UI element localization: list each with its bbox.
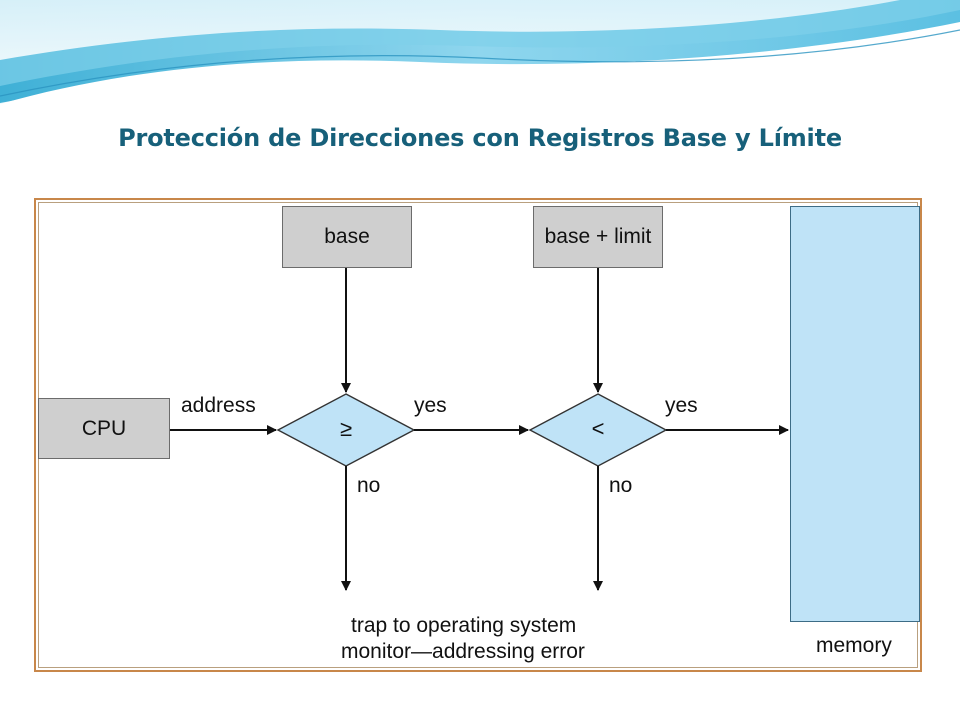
compare-ge-symbol: ≥	[339, 416, 353, 441]
memory-label: memory	[816, 634, 892, 657]
memory-block	[790, 206, 920, 622]
address-label: address	[181, 394, 256, 417]
base-register-box: base	[282, 206, 412, 268]
base-limit-register-box: base + limit	[533, 206, 663, 268]
trap-label-line-2: monitor—addressing error	[341, 640, 585, 663]
no-label-lt: no	[609, 474, 633, 497]
header-wave-decoration	[0, 0, 960, 105]
diagram-frame	[34, 198, 922, 672]
trap-label-line-1: trap to operating system	[351, 614, 577, 637]
yes-label-lt: yes	[665, 394, 698, 417]
compare-lt-symbol: <	[591, 416, 605, 441]
yes-label-ge: yes	[414, 394, 447, 417]
no-label-ge: no	[357, 474, 381, 497]
slide-title: Protección de Direcciones con Registros …	[118, 124, 842, 152]
cpu-box: CPU	[38, 398, 170, 459]
